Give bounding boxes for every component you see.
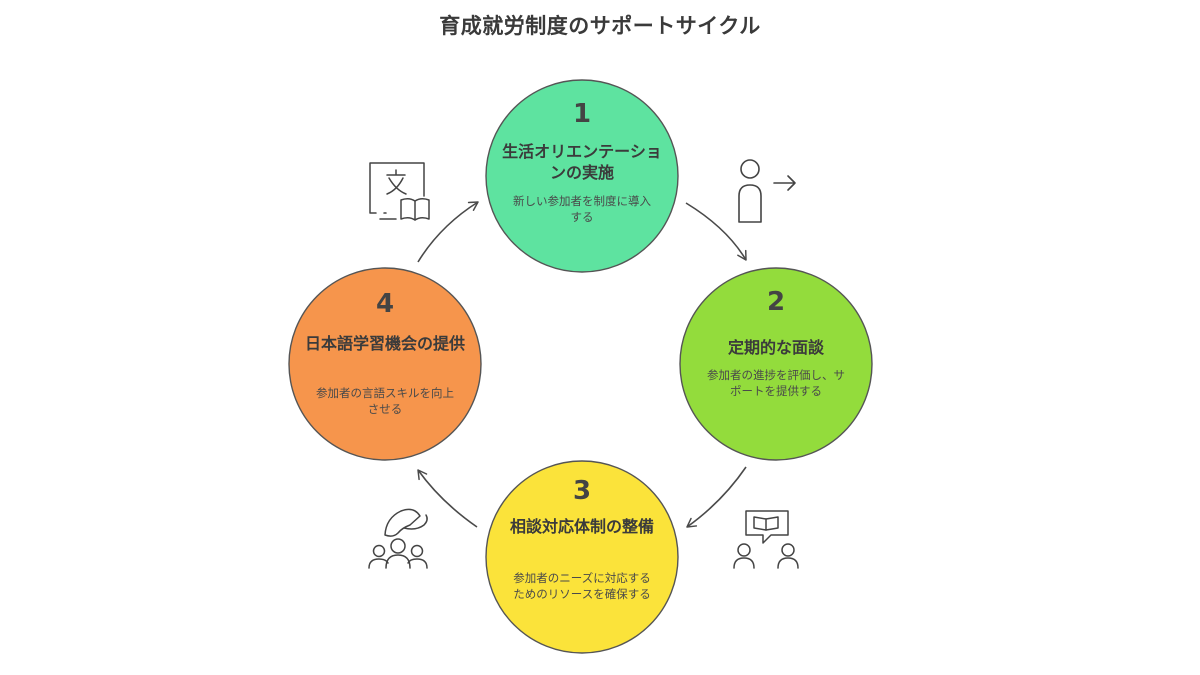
step-2-circle xyxy=(679,267,873,461)
language-learning-icon xyxy=(369,162,430,221)
step-4-number: 4 xyxy=(375,289,395,319)
step-2-heading: 定期的な面談 xyxy=(727,338,824,357)
step-3-number: 3 xyxy=(572,476,592,506)
step-3-description: 参加者のニーズに対応するためのリソースを確保する xyxy=(513,571,651,601)
step-4-node: 4 日本語学習機会の提供 参加者の言語スキルを向上させる xyxy=(288,267,482,461)
step-4-heading: 日本語学習機会の提供 xyxy=(304,334,465,353)
step-2-node: 2 定期的な面談 参加者の進捗を評価し、サポートを提供する xyxy=(679,267,873,461)
step-3-node: 3 相談対応体制の整備 参加者のニーズに対応するためのリソースを確保する xyxy=(485,460,679,654)
step-1-circle xyxy=(485,79,679,273)
step-3-circle xyxy=(485,460,679,654)
arrow-1-to-2 xyxy=(685,202,747,261)
step-2-description: 参加者の進捗を評価し、サポートを提供する xyxy=(707,368,845,398)
arrow-3-to-4 xyxy=(417,469,478,528)
helping-hands-group-icon xyxy=(368,508,428,569)
step-4-description: 参加者の言語スキルを向上させる xyxy=(316,386,454,416)
step-4-circle xyxy=(288,267,482,461)
step-1-node: 1 生活オリエンテーションの実施 新しい参加者を制度に導入する xyxy=(485,79,679,273)
step-3-heading: 相談対応体制の整備 xyxy=(509,517,654,536)
person-entering-icon xyxy=(738,159,796,223)
step-2-number: 2 xyxy=(766,287,786,317)
step-1-description: 新しい参加者を制度に導入する xyxy=(513,194,651,224)
step-1-number: 1 xyxy=(572,99,592,129)
diagram-title: 育成就労制度のサポートサイクル xyxy=(439,14,761,38)
step-1-heading: 生活オリエンテーションの実施 xyxy=(502,142,662,182)
interview-people-icon xyxy=(733,510,799,569)
arrow-2-to-3 xyxy=(686,466,747,528)
arrow-4-to-1 xyxy=(417,201,479,263)
